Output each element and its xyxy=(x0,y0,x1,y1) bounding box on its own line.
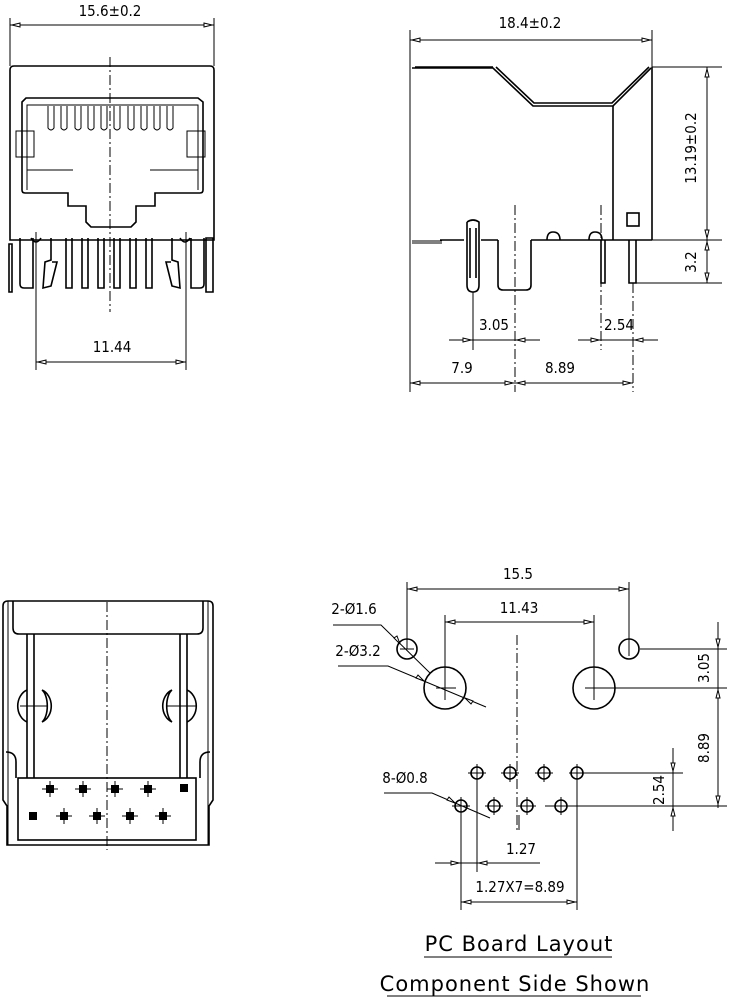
latch-left xyxy=(15,130,35,158)
plug-opening xyxy=(21,97,204,228)
ground-tab xyxy=(626,212,640,227)
pcb-layout-view: 15.5 11.43 3.05 8.89 2.54 2-Ø1.6 2-Ø3.2 … xyxy=(331,565,727,997)
vert-offset-dim-label: 3.05 xyxy=(695,653,713,683)
pin-offset-dim-label: 1.27 xyxy=(506,840,536,858)
pin-holes xyxy=(452,764,585,815)
side-view: 18.4±0.2 13.19±0.2 3.2 3.05 2.54 7.9 8.8… xyxy=(409,14,722,392)
inner-span-dim-label: 11.43 xyxy=(500,599,539,617)
latch-right xyxy=(186,130,206,158)
retention-clip xyxy=(466,219,480,293)
pins xyxy=(8,237,214,293)
width-dim-label: 15.6±0.2 xyxy=(79,2,142,20)
pin-length-dim-label: 3.2 xyxy=(682,251,700,272)
small-hole-label: 2-Ø1.6 xyxy=(331,600,377,618)
contact-fingers xyxy=(47,106,174,131)
row-pitch-dim-label: 2.54 xyxy=(650,775,668,805)
post-offset-dim-label: 3.05 xyxy=(479,316,509,334)
pin-pitch-dim-label: 2.54 xyxy=(604,316,634,334)
bottom-view xyxy=(2,600,214,850)
pin-span-dim-label: 11.44 xyxy=(93,338,132,356)
length-dim-label: 18.4±0.2 xyxy=(499,14,562,32)
vert-row-dim-label: 8.89 xyxy=(695,733,713,763)
mounting-hole-small xyxy=(618,638,640,660)
mounting-hole-large xyxy=(423,666,467,710)
front-to-post-dim-label: 7.9 xyxy=(451,359,472,377)
pcb-layout-title: PC Board Layout xyxy=(425,932,614,956)
connector-body xyxy=(9,65,215,241)
mounting-hole-small xyxy=(396,638,418,660)
outer-span-dim-label: 15.5 xyxy=(503,565,533,583)
height-dim-label: 13.19±0.2 xyxy=(682,112,700,183)
pin-span-dim-label: 1.27X7=8.89 xyxy=(475,878,564,896)
pcb-layout-subtitle: Component Side Shown xyxy=(380,972,651,996)
front-view: 15.6±0.2 11.44 xyxy=(8,2,215,370)
large-hole-label: 2-Ø3.2 xyxy=(335,642,381,660)
pin-hole-label: 8-Ø0.8 xyxy=(382,769,428,787)
post-to-pin-dim-label: 8.89 xyxy=(545,359,575,377)
